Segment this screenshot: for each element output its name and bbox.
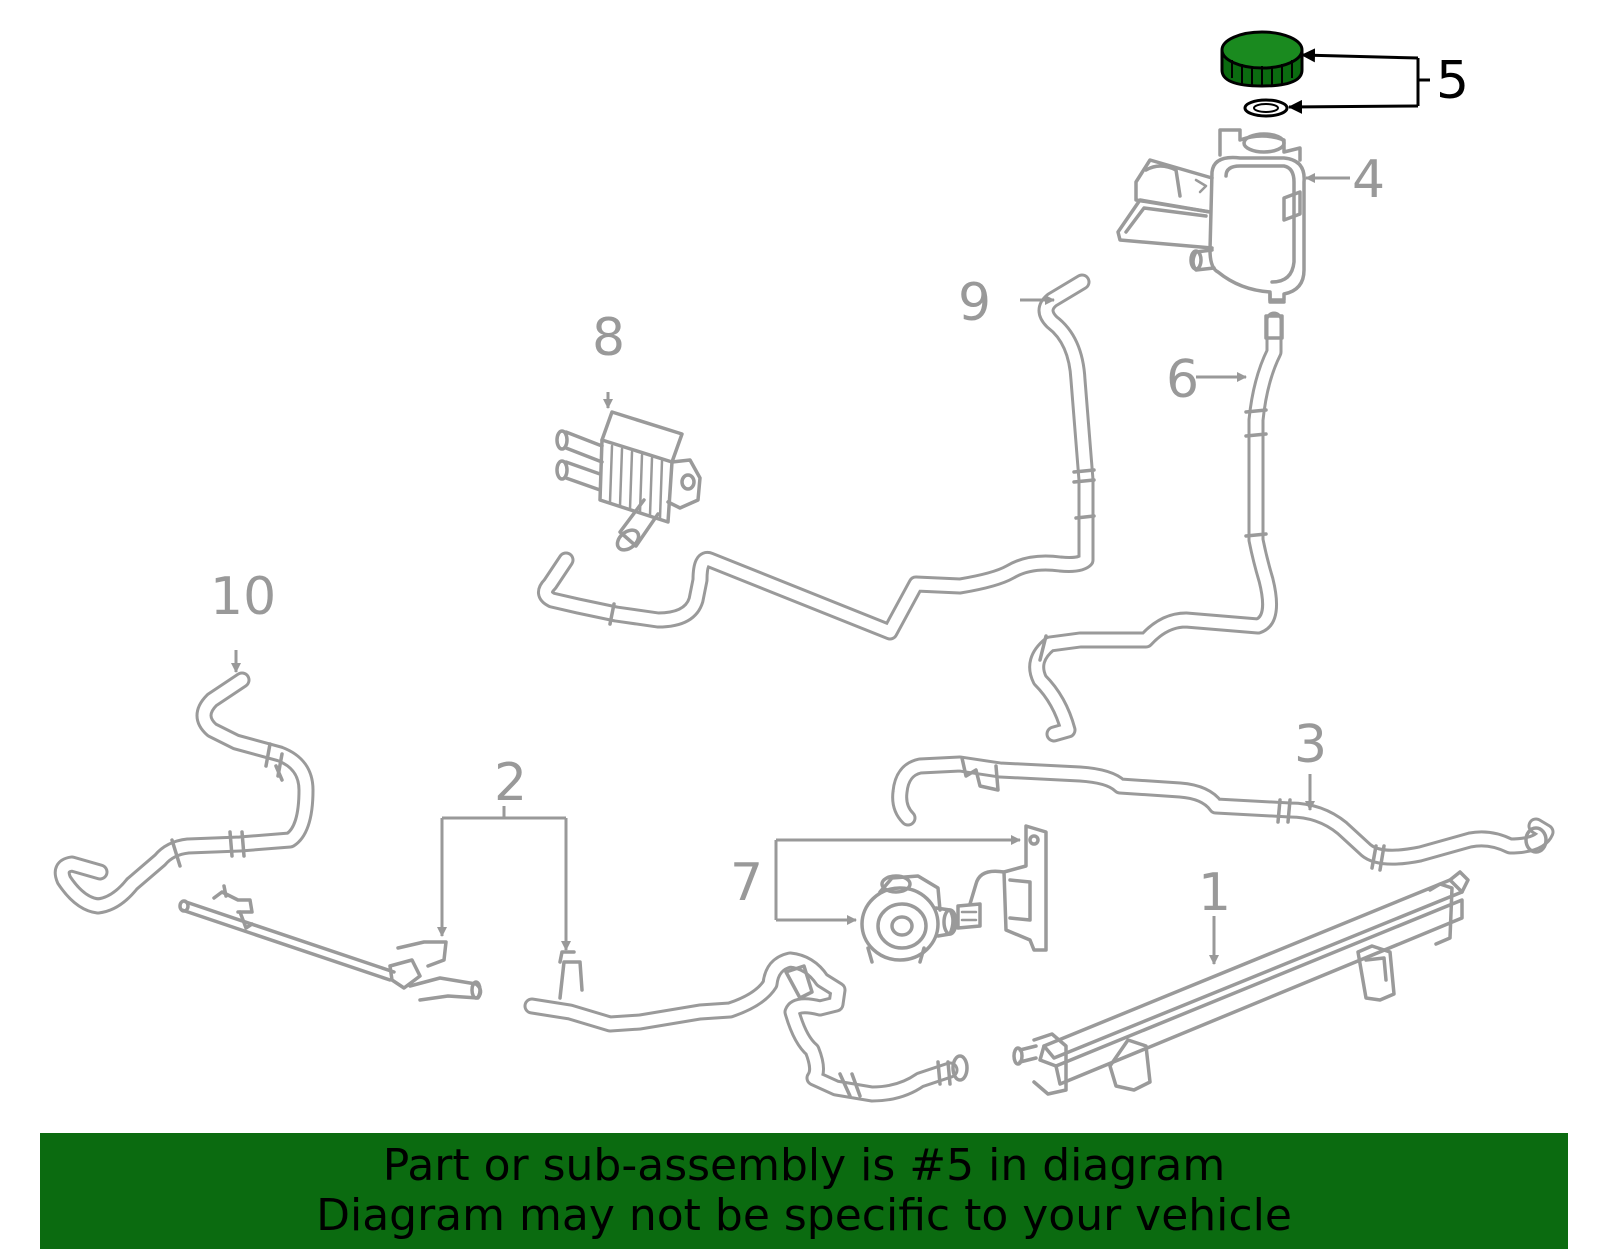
callout-10[interactable]: 10 [210,567,276,627]
callout-7-leader [774,835,1021,925]
parts-diagram: 5 4 8 9 [53,30,1555,1103]
callout-6[interactable]: 6 [1166,350,1199,410]
callout-5[interactable]: 5 [1436,51,1469,111]
callout-3[interactable]: 3 [1294,715,1327,775]
part-2-coolant-pipe-left[interactable] [178,884,483,1002]
part-1-radiator[interactable] [1012,870,1470,1096]
banner-line-2: Diagram may not be specific to your vehi… [316,1190,1292,1241]
part-2-coolant-pipe-right[interactable] [523,950,969,1103]
part-8-heat-exchanger[interactable] [555,410,702,554]
part-10-coolant-hose[interactable] [53,671,315,915]
banner-line-1: Part or sub-assembly is #5 in diagram [382,1140,1226,1191]
part-6-coolant-hose[interactable] [1028,311,1284,743]
part-7-water-pump[interactable] [860,874,958,964]
callout-7[interactable]: 7 [730,853,763,913]
part-5-reservoir-cap[interactable] [1220,30,1304,88]
callout-9[interactable]: 9 [958,273,991,333]
part-3-coolant-hose[interactable] [891,755,1555,872]
part-5-seal-ring[interactable] [1243,98,1289,118]
callout-5-leader [1288,48,1430,114]
callout-2-leader [437,806,571,951]
part-4-coolant-reservoir[interactable] [1116,128,1306,304]
callout-2[interactable]: 2 [494,753,527,813]
callout-8[interactable]: 8 [592,308,625,368]
part-9-coolant-hose[interactable] [537,273,1096,641]
info-banner: Part or sub-assembly is #5 in diagram Di… [40,1133,1568,1249]
part-7-pump-bracket[interactable] [956,824,1048,952]
callout-4[interactable]: 4 [1352,150,1385,210]
callout-1[interactable]: 1 [1198,863,1231,923]
